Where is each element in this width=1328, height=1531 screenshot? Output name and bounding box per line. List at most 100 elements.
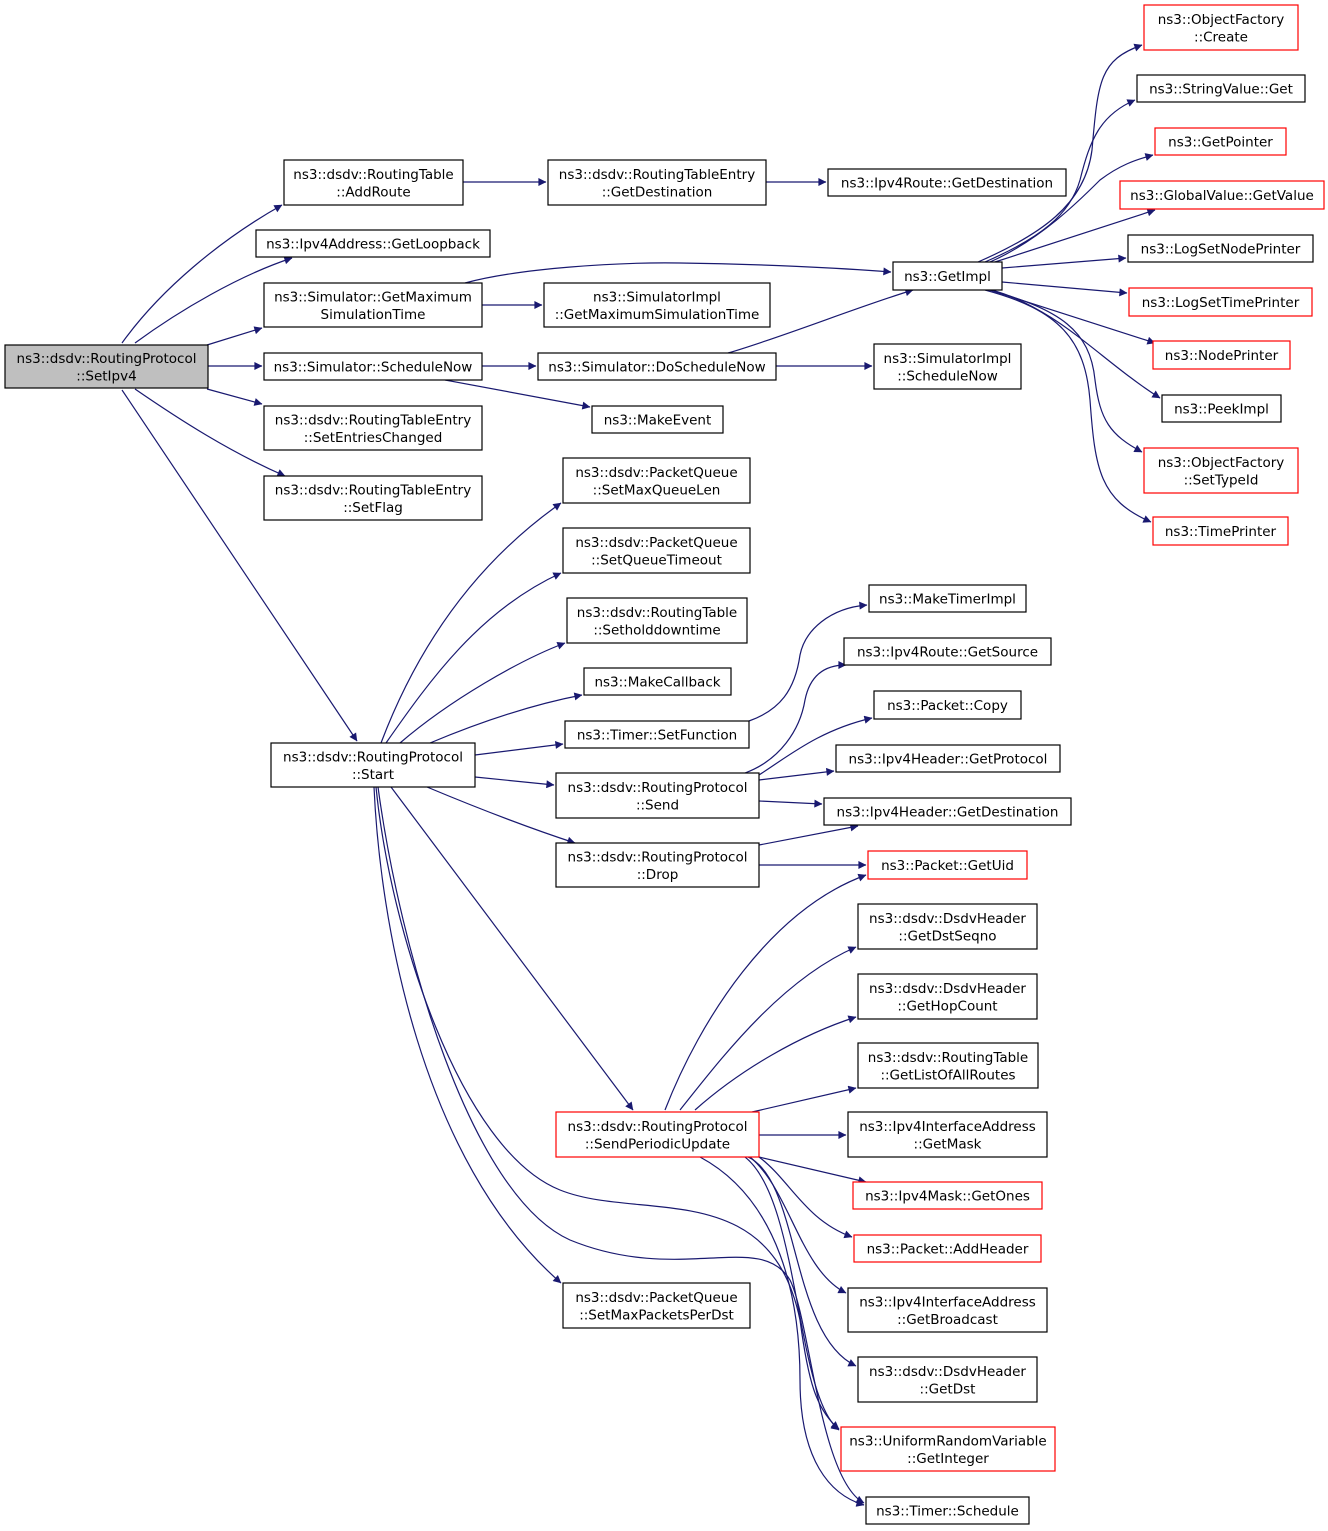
node-label: ::GetListOfAllRoutes — [880, 1067, 1015, 1083]
node-makeevent[interactable]: ns3::MakeEvent — [591, 405, 724, 434]
node-label: ::SetMaxPacketsPerDst — [579, 1307, 734, 1323]
edge-getimpl-to-logsetnodeprinter — [1001, 254, 1127, 269]
edge-start-to-pq_setmaxpackets — [373, 786, 562, 1284]
node-box — [1119, 180, 1325, 210]
node-maketimerimpl[interactable]: ns3::MakeTimerImpl — [868, 584, 1027, 613]
node-of_settypeid[interactable]: ns3::ObjectFactory::SetTypeId — [1143, 447, 1299, 494]
edge-rp_sendperiodic-to-timer_schedule — [699, 1156, 865, 1507]
edge-setipv4-to-getmaxsimtime — [206, 326, 263, 346]
node-ipv4hdr_getdest[interactable]: ns3::Ipv4Header::GetDestination — [823, 797, 1072, 826]
node-logsettimeprinter[interactable]: ns3::LogSetTimePrinter — [1128, 287, 1313, 317]
edge-setipv4-to-start — [121, 389, 358, 742]
edge-start-to-rp_send — [474, 776, 555, 789]
node-addroute[interactable]: ns3::dsdv::RoutingTable::AddRoute — [283, 159, 464, 206]
node-ipv4mask_getones[interactable]: ns3::Ipv4Mask::GetOnes — [852, 1181, 1043, 1210]
node-rt_setholddown[interactable]: ns3::dsdv::RoutingTable::Setholddowntime — [566, 597, 748, 644]
node-getimpl[interactable]: ns3::GetImpl — [892, 261, 1003, 291]
node-makecallback[interactable]: ns3::MakeCallback — [583, 667, 732, 696]
node-label: ns3::dsdv::RoutingTableEntry — [275, 412, 471, 428]
node-dsdvhdr_gethopcount[interactable]: ns3::dsdv::DsdvHeader::GetHopCount — [857, 973, 1038, 1020]
node-rp_send[interactable]: ns3::dsdv::RoutingProtocol::Send — [555, 772, 760, 819]
node-label: ::ScheduleNow — [897, 368, 998, 384]
node-peekimpl[interactable]: ns3::PeekImpl — [1161, 394, 1282, 423]
node-rp_sendperiodic[interactable]: ns3::dsdv::RoutingProtocol::SendPeriodic… — [555, 1111, 760, 1158]
node-label: ns3::ObjectFactory — [1158, 12, 1285, 28]
node-packet_getuid[interactable]: ns3::Packet::GetUid — [867, 850, 1028, 880]
node-label: ns3::Packet::GetUid — [881, 858, 1014, 874]
node-label: ::GetDestination — [602, 184, 713, 200]
node-label: ns3::dsdv::RoutingProtocol — [568, 849, 748, 865]
edge-start-to-timer_schedule — [377, 786, 865, 1504]
node-setentrieschanged[interactable]: ns3::dsdv::RoutingTableEntry::SetEntries… — [263, 405, 483, 451]
node-iia_getbroadcast[interactable]: ns3::Ipv4InterfaceAddress::GetBroadcast — [847, 1287, 1048, 1333]
edge-rp_sendperiodic-to-dsdvhdr_getdst — [747, 1156, 857, 1367]
node-setflag[interactable]: ns3::dsdv::RoutingTableEntry::SetFlag — [263, 475, 483, 521]
node-packet_addheader[interactable]: ns3::Packet::AddHeader — [853, 1234, 1042, 1263]
node-simimpl_getmax[interactable]: ns3::SimulatorImpl::GetMaximumSimulation… — [543, 282, 771, 328]
edge-rp_sendperiodic-to-dsdvhdr_gethopcount — [694, 1015, 857, 1111]
node-pq_setmaxqlen[interactable]: ns3::dsdv::PacketQueue::SetMaxQueueLen — [562, 457, 751, 504]
node-pq_setmaxpackets[interactable]: ns3::dsdv::PacketQueue::SetMaxPacketsPer… — [562, 1282, 751, 1329]
node-ipv4hdr_getprotocol[interactable]: ns3::Ipv4Header::GetProtocol — [835, 744, 1061, 773]
node-box — [1128, 287, 1313, 317]
node-box — [555, 772, 760, 819]
node-box — [263, 405, 483, 451]
node-schedulenow[interactable]: ns3::Simulator::ScheduleNow — [263, 352, 483, 381]
node-getloopback[interactable]: ns3::Ipv4Address::GetLoopback — [255, 229, 491, 258]
node-globalvalue_get[interactable]: ns3::GlobalValue::GetValue — [1119, 180, 1325, 210]
node-label: ::Create — [1194, 29, 1248, 45]
node-rt_getlistofallroutes[interactable]: ns3::dsdv::RoutingTable::GetListOfAllRou… — [857, 1042, 1039, 1089]
node-ipv4route_getsource[interactable]: ns3::Ipv4Route::GetSource — [843, 637, 1052, 666]
node-box — [857, 1356, 1038, 1403]
node-label: ::GetMask — [914, 1136, 982, 1152]
node-pq_setqtimeout[interactable]: ns3::dsdv::PacketQueue::SetQueueTimeout — [562, 527, 751, 574]
edge-start-to-timer_setfunction — [474, 740, 564, 756]
node-dsdvhdr_getdstseqno[interactable]: ns3::dsdv::DsdvHeader::GetDstSeqno — [857, 903, 1038, 950]
node-box — [543, 282, 771, 328]
node-label: ::Start — [352, 767, 394, 783]
node-label: ns3::MakeTimerImpl — [879, 592, 1016, 608]
node-packet_copy[interactable]: ns3::Packet::Copy — [873, 690, 1022, 720]
node-label: ns3::StringValue::Get — [1149, 82, 1293, 98]
edge-start-to-makecallback — [429, 692, 583, 744]
node-doschedulenow[interactable]: ns3::Simulator::DoScheduleNow — [537, 352, 777, 381]
node-timer_setfunction[interactable]: ns3::Timer::SetFunction — [564, 720, 750, 749]
node-logsetnodeprinter[interactable]: ns3::LogSetNodePrinter — [1127, 234, 1314, 263]
node-box — [283, 159, 464, 206]
node-setipv4[interactable]: ns3::dsdv::RoutingProtocol::SetIpv4 — [4, 344, 209, 389]
node-label: ns3::Ipv4Header::GetProtocol — [849, 752, 1048, 768]
node-label: ::SetIpv4 — [76, 368, 136, 384]
node-ipv4route_getdest[interactable]: ns3::Ipv4Route::GetDestination — [827, 168, 1067, 197]
node-box — [847, 1111, 1048, 1158]
node-label: ns3::dsdv::DsdvHeader — [869, 981, 1026, 997]
node-box — [263, 282, 483, 328]
node-box — [547, 159, 767, 206]
node-iia_getmask[interactable]: ns3::Ipv4InterfaceAddress::GetMask — [847, 1111, 1048, 1158]
edge-rp_sendperiodic-to-iia_getbroadcast — [749, 1156, 847, 1294]
node-label: ns3::dsdv::RoutingTable — [577, 605, 737, 621]
node-label: ns3::dsdv::PacketQueue — [575, 465, 737, 481]
edge-setipv4-to-addroute — [121, 204, 283, 344]
node-stringvalue_get[interactable]: ns3::StringValue::Get — [1136, 74, 1306, 103]
edge-rp_send-to-ipv4route_getsource — [744, 661, 847, 774]
node-dsdvhdr_getdst[interactable]: ns3::dsdv::DsdvHeader::GetDst — [857, 1356, 1038, 1403]
node-getpointer[interactable]: ns3::GetPointer — [1154, 127, 1287, 156]
node-timer_schedule[interactable]: ns3::Timer::Schedule — [865, 1496, 1030, 1525]
node-timeprinter[interactable]: ns3::TimePrinter — [1152, 516, 1289, 546]
node-label: ns3::GlobalValue::GetValue — [1130, 188, 1314, 204]
node-start[interactable]: ns3::dsdv::RoutingProtocol::Start — [270, 742, 476, 788]
node-rte_getdest[interactable]: ns3::dsdv::RoutingTableEntry::GetDestina… — [547, 159, 767, 206]
node-label: ns3::GetPointer — [1168, 135, 1273, 151]
node-urv_getinteger[interactable]: ns3::UniformRandomVariable::GetInteger — [840, 1426, 1056, 1472]
node-label: ns3::dsdv::PacketQueue — [575, 535, 737, 551]
edge-getimpl-to-stringvalue_get — [984, 99, 1136, 263]
node-rp_drop[interactable]: ns3::dsdv::RoutingProtocol::Drop — [555, 842, 760, 888]
edge-timer_setfunction-to-maketimerimpl — [748, 601, 868, 722]
node-box — [823, 797, 1072, 826]
node-of_create[interactable]: ns3::ObjectFactory::Create — [1143, 4, 1299, 51]
node-simimpl_schednow[interactable]: ns3::SimulatorImpl::ScheduleNow — [873, 343, 1022, 390]
node-box — [564, 720, 750, 749]
node-getmaxsimtime[interactable]: ns3::Simulator::GetMaximumSimulationTime — [263, 282, 483, 328]
node-nodeprinter[interactable]: ns3::NodePrinter — [1152, 340, 1291, 370]
node-label: ns3::dsdv::PacketQueue — [575, 1290, 737, 1306]
